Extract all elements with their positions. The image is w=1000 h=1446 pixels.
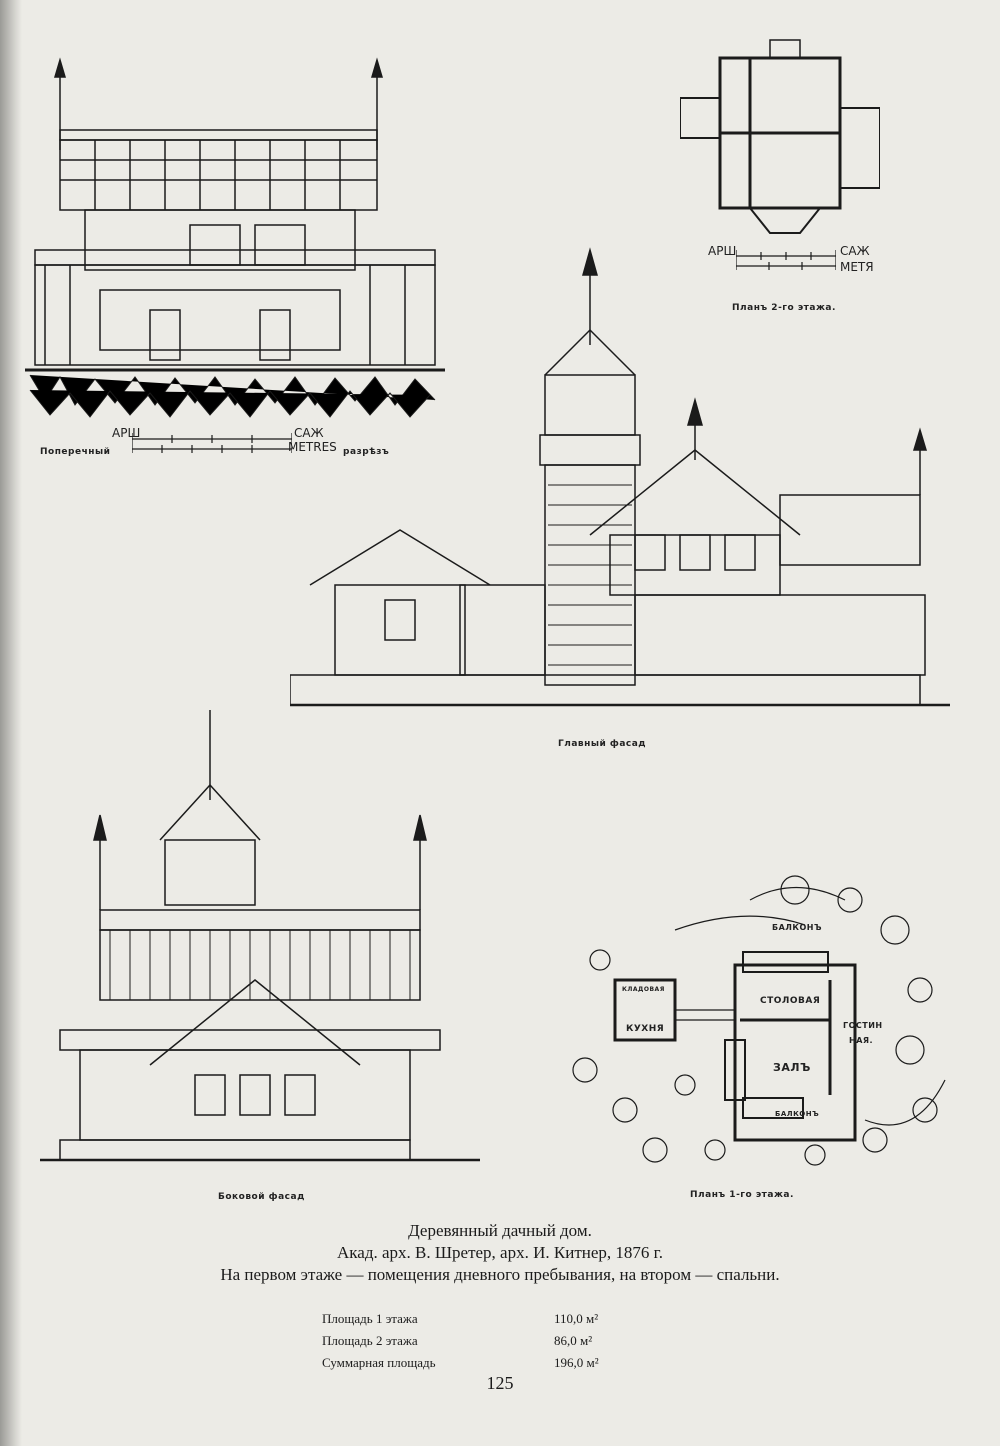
area-table: Площадь 1 этажа 110,0 м² Площадь 2 этажа… bbox=[322, 1308, 599, 1374]
room-living-2: НАЯ. bbox=[849, 1036, 874, 1045]
page-binding-shadow bbox=[0, 0, 22, 1446]
room-living-1: ГОСТИН bbox=[843, 1021, 883, 1030]
first-floor-plan-drawing bbox=[565, 870, 965, 1180]
plan-scale-metya: МЕТЯ bbox=[840, 260, 874, 274]
area-value: 196,0 м² bbox=[554, 1355, 599, 1370]
plan-scale-arsh: АРШ bbox=[708, 244, 737, 258]
second-floor-plan-caption: Планъ 2-го этажа. bbox=[732, 303, 836, 313]
room-pantry: КЛАДОВАЯ bbox=[622, 986, 665, 993]
area-row: Площадь 1 этажа 110,0 м² bbox=[322, 1308, 599, 1330]
room-balcony-bottom: БАЛКОНЪ bbox=[775, 1110, 820, 1118]
page-number: 125 bbox=[486, 1373, 514, 1393]
cross-section-caption-left: Поперечный bbox=[40, 447, 111, 457]
area-row: Площадь 2 этажа 86,0 м² bbox=[322, 1330, 599, 1352]
area-label: Суммарная площадь bbox=[322, 1355, 436, 1370]
side-facade-drawing bbox=[40, 690, 520, 1170]
area-label: Площадь 1 этажа bbox=[322, 1311, 418, 1326]
area-label: Площадь 2 этажа bbox=[322, 1333, 418, 1348]
title-line-1: Деревянный дачный дом. bbox=[408, 1221, 592, 1240]
cross-section-drawing bbox=[25, 55, 445, 430]
section-scale-sazh: САЖ bbox=[294, 426, 324, 440]
title-line-2: Акад. арх. В. Шретер, арх. И. Китнер, 18… bbox=[337, 1243, 663, 1262]
area-value: 86,0 м² bbox=[554, 1333, 593, 1348]
first-floor-plan-caption: Планъ 1-го этажа. bbox=[690, 1190, 794, 1200]
title-line-3: На первом этаже — помещения дневного пре… bbox=[220, 1265, 780, 1284]
room-dining: СТОЛОВАЯ bbox=[760, 996, 821, 1006]
second-floor-plan-drawing bbox=[680, 38, 880, 238]
area-row: Суммарная площадь 196,0 м² bbox=[322, 1352, 599, 1374]
main-facade-caption: Главный фасад bbox=[558, 739, 647, 749]
title-block: Деревянный дачный дом. Акад. арх. В. Шре… bbox=[0, 1220, 1000, 1286]
area-value: 110,0 м² bbox=[554, 1311, 599, 1326]
section-scale-metres: METRES bbox=[288, 440, 337, 454]
plan-scale-bar bbox=[736, 250, 836, 270]
side-facade-caption: Боковой фасад bbox=[218, 1192, 305, 1202]
room-balcony-top: БАЛКОНЪ bbox=[772, 923, 822, 932]
plan-scale-sazh: САЖ bbox=[840, 244, 870, 258]
cross-section-caption-right: разрѣзъ bbox=[343, 447, 390, 457]
main-facade-drawing bbox=[290, 235, 950, 715]
room-kitchen: КУХНЯ bbox=[626, 1024, 665, 1034]
room-hall: ЗАЛЪ bbox=[773, 1061, 811, 1074]
section-scale-bar bbox=[132, 433, 292, 453]
section-scale-arsh: АРШ bbox=[112, 426, 141, 440]
